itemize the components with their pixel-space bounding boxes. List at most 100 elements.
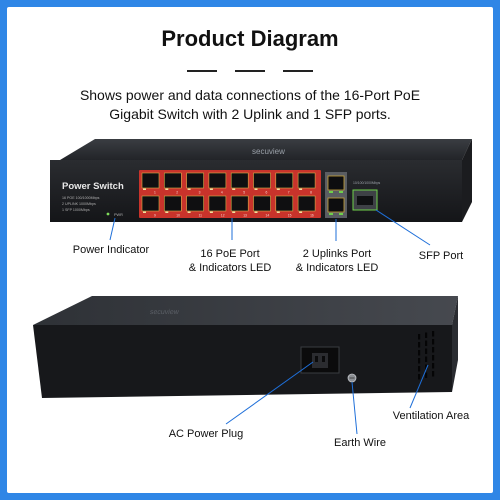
vent-slot <box>418 358 421 364</box>
poe-port-number: 5 <box>243 191 245 195</box>
poe-port <box>186 195 204 212</box>
card-frame <box>7 7 493 493</box>
vent-slot <box>432 347 435 353</box>
vent-slot <box>432 371 435 377</box>
callout-line-ventilation <box>409 364 429 409</box>
poe-port <box>275 172 294 189</box>
label-power-indicator: Power Indicator <box>72 244 150 256</box>
uplink-led <box>339 191 343 193</box>
poe-port <box>297 195 316 212</box>
vent-slot <box>425 364 428 370</box>
poe-port <box>208 195 227 212</box>
ac-pin <box>322 356 325 362</box>
poe-port <box>253 172 271 189</box>
label-ac-power-plug: AC Power Plug <box>168 428 244 440</box>
callout-line-sfp <box>375 209 431 246</box>
model-label: Power Switch <box>62 181 124 192</box>
poe-port <box>230 195 249 212</box>
poe-port-number: 9 <box>154 214 156 218</box>
uplink-led <box>329 213 333 215</box>
poe-port <box>141 195 160 212</box>
poe-port-led <box>254 188 258 190</box>
poe-port-led <box>143 211 146 213</box>
vent-slot <box>425 356 428 362</box>
spec-line-3: 1 SFP 1000Mbps <box>62 208 90 212</box>
vent-slot <box>432 339 435 345</box>
poe-port-number: 3 <box>199 191 201 195</box>
divider-dash <box>235 70 265 72</box>
front-callout-lines <box>109 209 431 246</box>
poe-port-number: 6 <box>266 191 268 195</box>
divider-dash <box>187 70 217 72</box>
rear-callout-lines <box>225 361 429 435</box>
brand-logo: secuview <box>252 147 285 156</box>
vent-slot <box>418 342 421 348</box>
poe-port <box>164 195 182 212</box>
poe-port <box>208 172 227 189</box>
poe-port-number: 14 <box>266 214 270 218</box>
poe-port-led <box>299 188 303 190</box>
vent-slot <box>432 331 435 337</box>
rear-switch-face <box>33 325 452 398</box>
label-uplinks-line-1: 2 Uplinks Port <box>302 248 372 260</box>
poe-port <box>297 172 316 189</box>
front-switch-top <box>60 139 472 160</box>
front-switch-side <box>462 139 472 222</box>
sfp-slot <box>357 196 373 205</box>
poe-port-number: 15 <box>288 214 292 218</box>
label-poe-port: 16 PoE Port & Indicators LED <box>175 247 285 275</box>
poe-port-led <box>165 211 169 213</box>
poe-port <box>186 172 204 189</box>
subtitle-line-1: Shows power and data connections of the … <box>79 87 421 103</box>
label-poe-port-line-1: 16 PoE Port <box>200 248 260 260</box>
callout-line-ac-plug <box>225 361 314 425</box>
title-divider <box>0 70 500 74</box>
poe-port-led <box>187 211 191 213</box>
vent-slot <box>425 340 428 346</box>
poe-port-number: 2 <box>176 191 178 195</box>
poe-port <box>275 195 294 212</box>
vent-slot <box>432 355 435 361</box>
power-led <box>106 212 110 216</box>
poe-port-led <box>165 188 169 190</box>
rear-switch-side <box>452 296 458 392</box>
poe-port-led <box>299 211 303 213</box>
label-uplinks: 2 Uplinks Port & Indicators LED <box>287 247 387 275</box>
poe-port-led <box>209 188 213 190</box>
poe-port-number: 13 <box>243 214 247 218</box>
divider-dash <box>283 70 313 72</box>
uplink-port-2 <box>327 197 345 213</box>
uplink-port-1 <box>327 175 345 191</box>
subtitle-line-2: Gigabit Switch with 2 Uplink and 1 SFP p… <box>109 106 391 122</box>
spec-line-1: 16 POE 100/1000Mbps <box>62 196 100 200</box>
poe-port <box>230 172 249 189</box>
uplink-led <box>339 213 343 215</box>
rear-switch-top <box>33 296 458 325</box>
poe-port-led <box>143 188 146 190</box>
page-title: Product Diagram <box>161 26 339 51</box>
poe-port-led <box>209 211 213 213</box>
uplink-led <box>329 191 333 193</box>
poe-port <box>164 172 182 189</box>
poe-port <box>141 172 160 189</box>
page-subtitle: Shows power and data connections of the … <box>40 86 460 124</box>
poe-port-led <box>232 188 236 190</box>
label-poe-port-line-2: & Indicators LED <box>188 262 272 274</box>
vent-slot <box>432 363 435 369</box>
uplink-speed-label: 10/100/1000Mbps <box>353 181 380 185</box>
front-switch: secuview Power Switch 16 POE 100/1000Mbp… <box>50 139 472 222</box>
rear-switch: secuview <box>33 296 458 398</box>
callout-line-earth-wire <box>351 381 358 435</box>
poe-port-led <box>187 188 191 190</box>
ventilation-slots <box>418 331 435 380</box>
poe-port-led <box>276 188 280 190</box>
poe-port-number: 12 <box>221 214 225 218</box>
label-ventilation-area: Ventilation Area <box>392 410 470 422</box>
poe-port-number: 1 <box>154 191 156 195</box>
ac-pin <box>315 356 318 362</box>
vent-slot <box>418 350 421 356</box>
callout-line-power-indicator <box>109 217 116 241</box>
poe-port-number: 7 <box>288 191 290 195</box>
